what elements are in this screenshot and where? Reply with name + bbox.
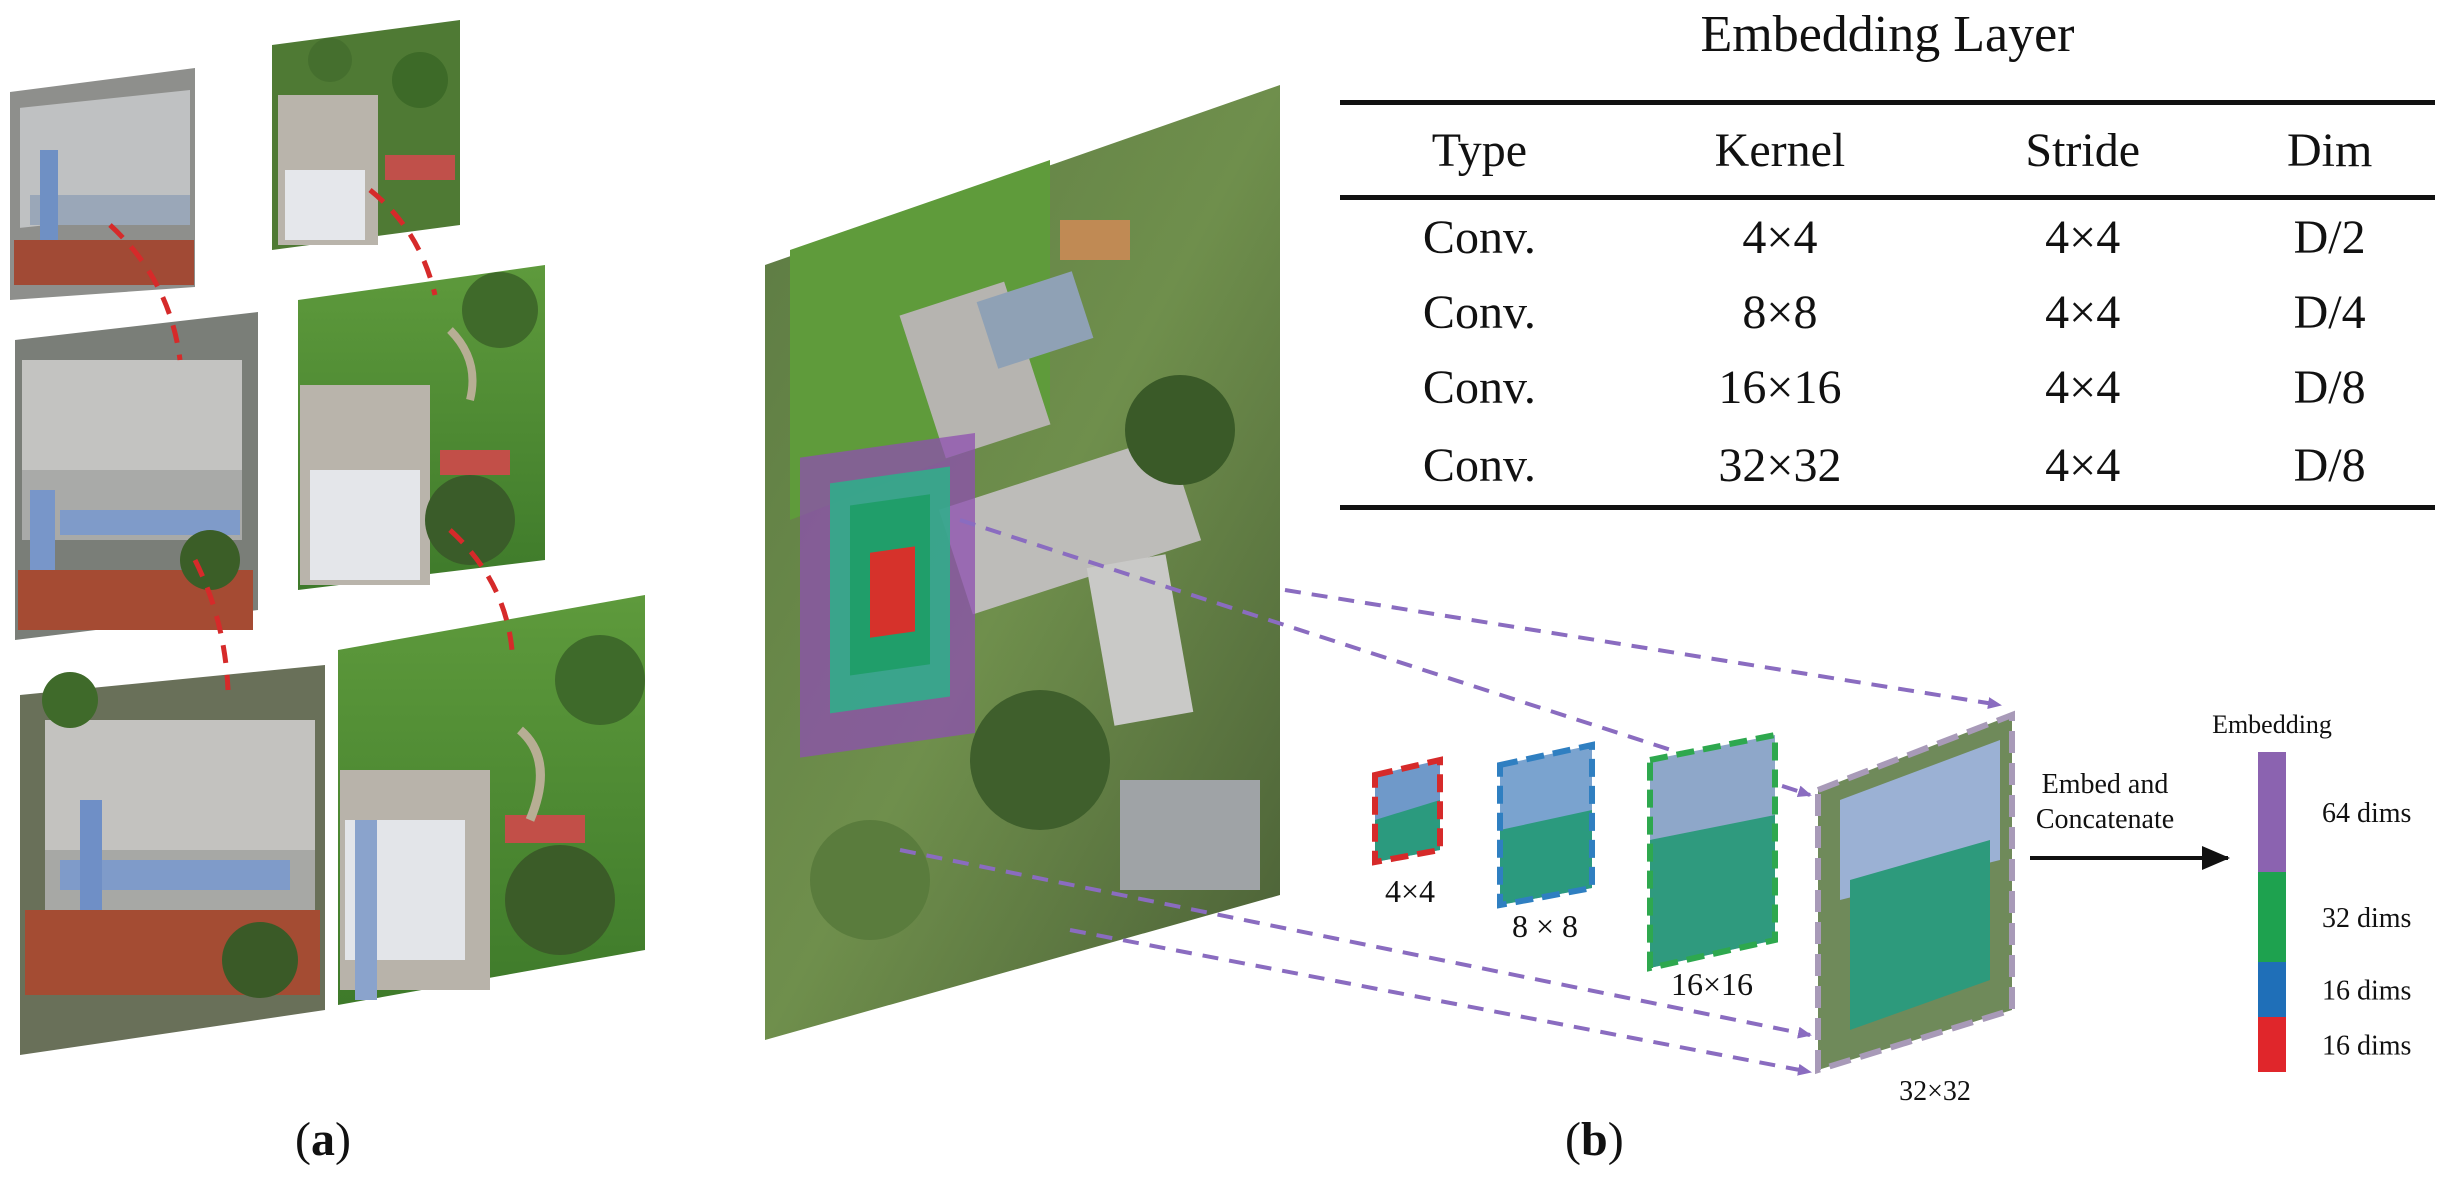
caption-a: (a) xyxy=(295,1113,351,1166)
projection-lines xyxy=(899,518,2002,1076)
patch-8x8 xyxy=(1497,741,1595,909)
table-cell: 4×4 xyxy=(1941,425,2225,510)
aerial-tile xyxy=(272,20,460,250)
aerial-tile xyxy=(15,312,258,640)
embedding-table-title: Embedding Layer xyxy=(1700,6,2075,63)
aerial-tile xyxy=(10,68,195,300)
table-cell: Conv. xyxy=(1340,425,1619,510)
patch-16x16 xyxy=(1647,731,1778,972)
embedding-segment-label: 32 dims xyxy=(2322,903,2411,934)
embedding-table: Type Kernel Stride Dim Conv. 4×4 4×4 D/2… xyxy=(1340,100,2435,510)
projection-line xyxy=(899,848,1812,1039)
table-row: Conv. 32×32 4×4 D/8 xyxy=(1340,425,2435,510)
patch-label-32x32: 32×32 xyxy=(1899,1076,1971,1107)
panel-a-tiles xyxy=(10,20,645,1055)
embedding-segment xyxy=(2258,1017,2286,1072)
tile-connectors xyxy=(108,188,515,691)
connector-line xyxy=(108,223,183,361)
embed-step-line2: Concatenate xyxy=(2036,804,2174,835)
column-header: Stride xyxy=(1941,100,2225,200)
column-header: Dim xyxy=(2224,100,2435,200)
table-cell: D/8 xyxy=(2224,425,2435,510)
table-cell: 4×4 xyxy=(2045,286,2121,339)
table-cell: 8×8 xyxy=(1742,286,1818,339)
embedding-segment-label: 16 dims xyxy=(2322,1031,2411,1062)
table-cell: Conv. xyxy=(1422,211,1536,264)
table-row: Conv. 16×16 4×4 D/8 xyxy=(1340,350,2435,425)
caption-a-letter: a xyxy=(310,1113,335,1166)
connector-line xyxy=(448,528,515,651)
projection-line xyxy=(959,518,1812,798)
table-cell: 4×4 xyxy=(2045,361,2121,414)
table-cell: Conv. xyxy=(1422,361,1536,414)
embedding-segment xyxy=(2258,752,2286,872)
connector-line xyxy=(368,188,438,296)
caption-b-letter: b xyxy=(1580,1113,1608,1166)
aerial-tile xyxy=(298,265,545,590)
main-aerial-image xyxy=(765,85,1280,1040)
table-cell: 16×16 xyxy=(1718,361,1842,414)
table-header-row: Type Kernel Stride Dim xyxy=(1340,100,2435,200)
table-cell: Conv. xyxy=(1422,286,1536,339)
table-cell: 4×4 xyxy=(1742,211,1818,264)
patch-label-16x16: 16×16 xyxy=(1671,966,1753,1002)
patch-32x32 xyxy=(1815,710,2015,1075)
column-header: Kernel xyxy=(1618,100,1942,200)
connector-line xyxy=(192,558,231,691)
embedding-segment xyxy=(2258,872,2286,962)
table-cell: D/8 xyxy=(2293,361,2366,414)
column-header: Type xyxy=(1340,100,1619,200)
table-cell: 4×4 xyxy=(2045,211,2121,264)
caption-b: (b) xyxy=(1565,1113,1624,1166)
table-cell: D/2 xyxy=(2293,211,2366,264)
aerial-tile xyxy=(338,595,645,1005)
embed-step-line1: Embed and xyxy=(2042,769,2169,800)
aerial-tile xyxy=(20,665,325,1055)
table-cell: D/4 xyxy=(2293,286,2366,339)
table-row: Conv. 4×4 4×4 D/2 xyxy=(1340,198,2435,276)
patch-label-8x8: 8 × 8 xyxy=(1512,908,1578,944)
embedding-segment xyxy=(2258,962,2286,1017)
embedding-segment-label: 16 dims xyxy=(2322,976,2411,1007)
patch-4x4 xyxy=(1372,756,1443,866)
embedding-bar: 64 dims 32 dims 16 dims 16 dims xyxy=(2258,752,2411,1072)
projection-line xyxy=(1284,588,2002,710)
table-row: Conv. 8×8 4×4 D/4 xyxy=(1340,275,2435,350)
patch-label-4x4: 4×4 xyxy=(1385,873,1435,909)
field-4x4 xyxy=(870,546,915,638)
embedding-bar-title: Embedding xyxy=(2212,710,2332,739)
embedding-segment-label: 64 dims xyxy=(2322,798,2411,829)
table-cell: 32×32 xyxy=(1618,425,1942,510)
projection-line xyxy=(1069,928,1812,1076)
